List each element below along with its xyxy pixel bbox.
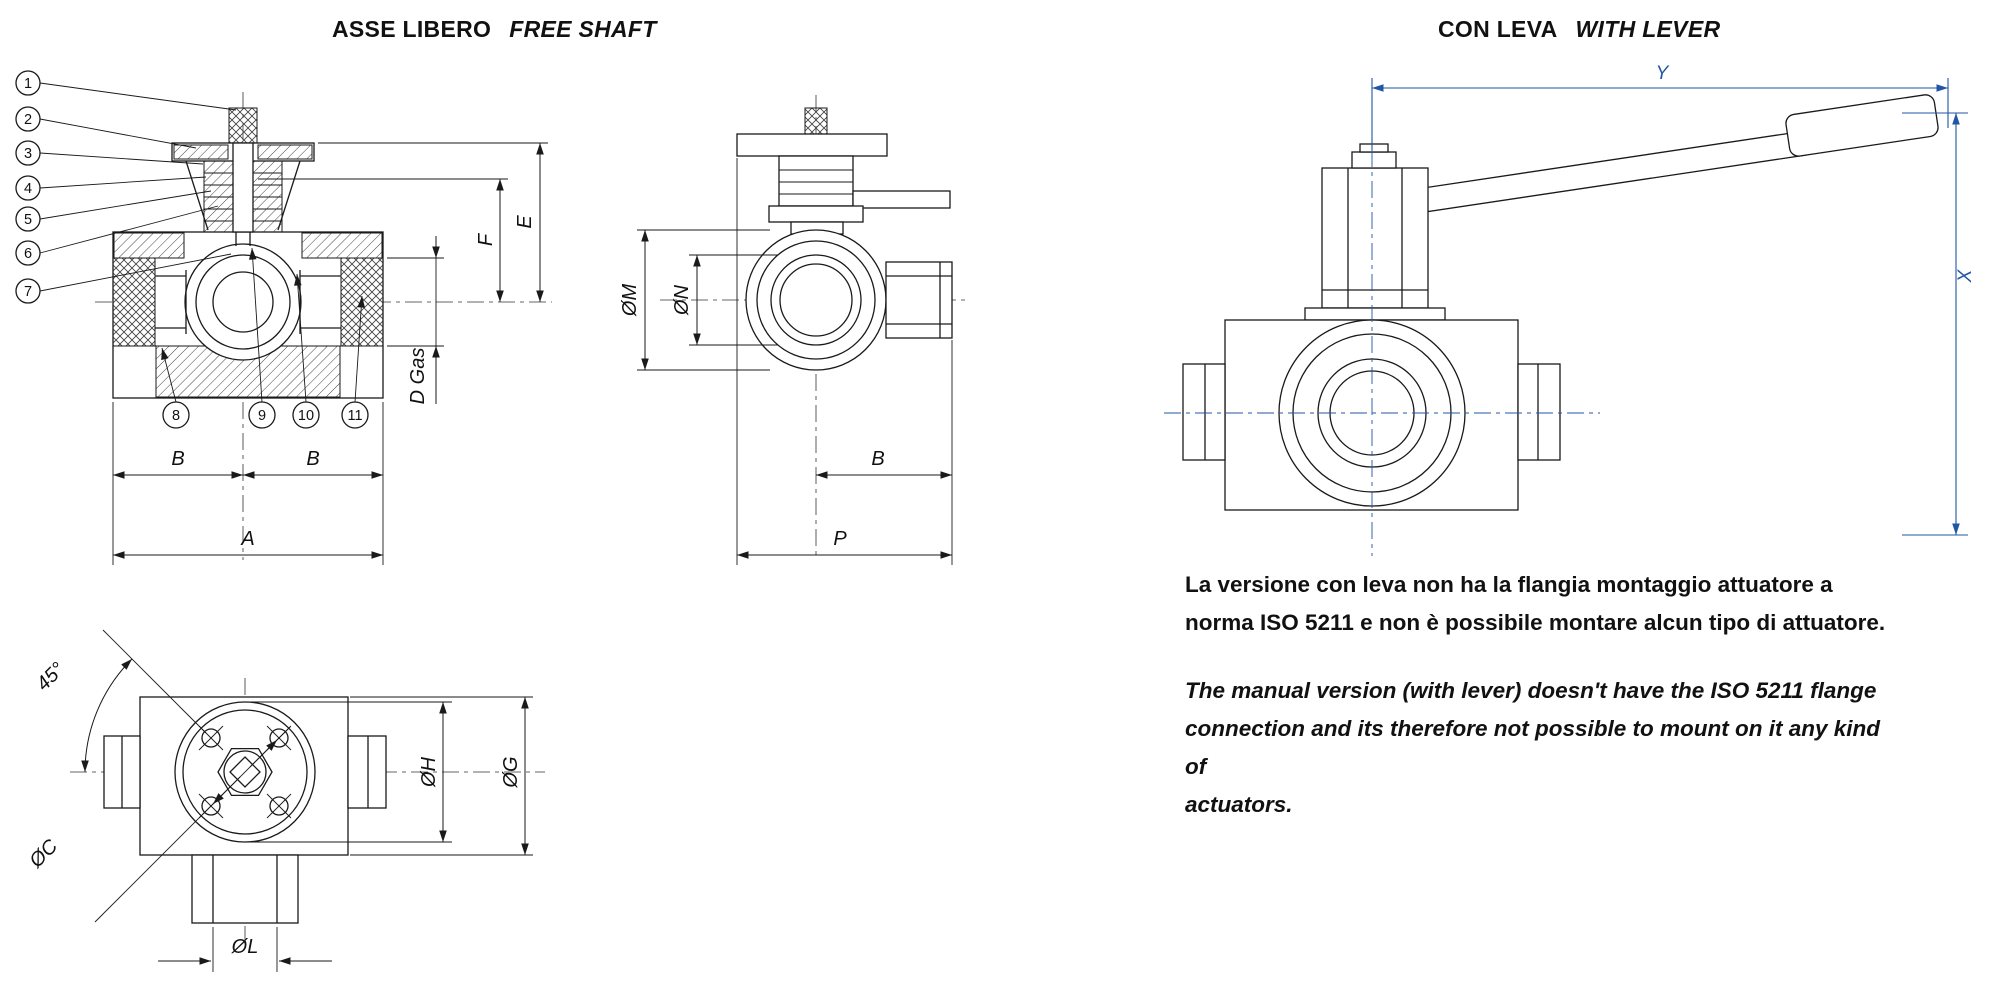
lever-grip bbox=[1785, 94, 1939, 157]
dim-M-label: ØM bbox=[619, 284, 641, 318]
bottom-view bbox=[70, 678, 545, 940]
note-english-line-3: actuators. bbox=[1185, 792, 1293, 817]
lever-handle bbox=[1410, 94, 1939, 215]
callout-11: 11 bbox=[341, 401, 369, 429]
front-callouts: 1 2 3 4 5 6 7 8 9 10 11 bbox=[15, 70, 369, 429]
side-view bbox=[660, 95, 968, 560]
dim-Dgas-label: D Gas bbox=[407, 348, 429, 405]
lever-bracket bbox=[1321, 167, 1429, 309]
left-title-italian: ASSE LIBERO bbox=[332, 16, 492, 42]
stem bbox=[232, 142, 254, 233]
dim-N-label: ØN bbox=[671, 284, 693, 316]
callout-3: 3 bbox=[15, 140, 41, 166]
callout-7: 7 bbox=[15, 278, 41, 304]
note-english-line-2: connection and its therefore not possibl… bbox=[1185, 716, 1881, 779]
lever-view bbox=[1164, 94, 1939, 556]
callout-5-number: 5 bbox=[24, 212, 32, 228]
side-right-port bbox=[885, 261, 953, 339]
front-dimensions: F E D Gas B B A bbox=[112, 142, 548, 565]
callout-11-number: 11 bbox=[347, 408, 362, 424]
dim-B-right-label: B bbox=[306, 448, 319, 470]
note-english: The manual version (with lever) doesn't … bbox=[1185, 672, 1905, 824]
dim-45deg-label: 45° bbox=[32, 658, 69, 695]
callout-9-number: 9 bbox=[258, 408, 266, 424]
ball-circle bbox=[184, 243, 302, 361]
callout-1-number: 1 bbox=[24, 76, 32, 92]
callout-8-number: 8 bbox=[172, 408, 180, 424]
dim-X-label: X bbox=[1955, 268, 1976, 283]
note-italian-line-1: La versione con leva non ha la flangia m… bbox=[1185, 572, 1833, 597]
callout-4-number: 4 bbox=[24, 181, 32, 197]
callout-10-number: 10 bbox=[298, 408, 314, 424]
callout-3-number: 3 bbox=[24, 146, 32, 162]
callout-6: 6 bbox=[15, 240, 41, 266]
dim-G-label: ØG bbox=[500, 756, 522, 788]
front-view bbox=[95, 92, 552, 560]
callout-1: 1 bbox=[15, 70, 41, 96]
dim-F-label: F bbox=[475, 232, 497, 246]
dim-B-left-label: B bbox=[171, 448, 184, 470]
note-italian: La versione con leva non ha la flangia m… bbox=[1185, 566, 1905, 642]
callout-7-number: 7 bbox=[24, 284, 32, 300]
bottom-port bbox=[191, 854, 299, 924]
dim-H-label: ØH bbox=[418, 756, 440, 788]
left-threaded-port bbox=[112, 257, 156, 347]
callout-8: 8 bbox=[162, 401, 190, 429]
callout-10: 10 bbox=[292, 401, 320, 429]
callout-2-number: 2 bbox=[24, 112, 32, 128]
note-italian-line-2: norma ISO 5211 e non è possibile montare… bbox=[1185, 610, 1886, 635]
callout-9: 9 bbox=[248, 401, 276, 429]
dim-E-label: E bbox=[514, 215, 536, 229]
callout-5: 5 bbox=[15, 206, 41, 232]
dim-C-label: ØC bbox=[25, 835, 63, 873]
note-english-line-1: The manual version (with lever) doesn't … bbox=[1185, 678, 1877, 703]
dim-P-label: P bbox=[833, 528, 847, 550]
dim-B-side-label: B bbox=[871, 448, 884, 470]
callout-4: 4 bbox=[15, 175, 41, 201]
callout-6-number: 6 bbox=[24, 246, 32, 262]
dim-L-label: ØL bbox=[231, 936, 259, 958]
side-dimensions: ØM ØN B P bbox=[619, 158, 953, 565]
dim-A-label: A bbox=[240, 528, 254, 550]
dim-Y-label: Y bbox=[1656, 63, 1670, 84]
right-title-italian: CON LEVA bbox=[1438, 16, 1558, 42]
stem-top bbox=[228, 107, 258, 144]
right-title-english: WITH LEVER bbox=[1575, 16, 1721, 42]
callout-2: 2 bbox=[15, 106, 41, 132]
right-section-title: CON LEVA WITH LEVER bbox=[1438, 16, 1720, 43]
lever-dimensions: Y X bbox=[1371, 63, 1976, 536]
side-body-circle bbox=[745, 229, 887, 371]
left-section-title: ASSE LIBERO FREE SHAFT bbox=[332, 16, 657, 43]
left-title-english: FREE SHAFT bbox=[509, 16, 657, 42]
